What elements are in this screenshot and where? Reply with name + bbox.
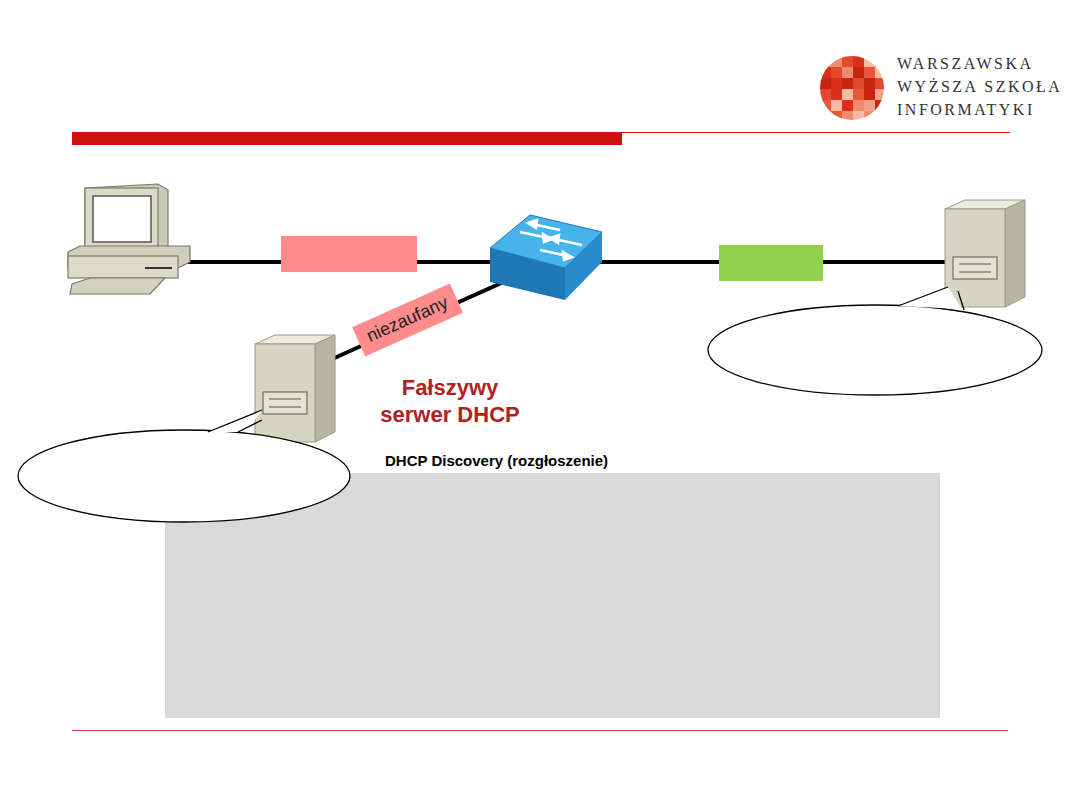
- logo-mark: [820, 56, 886, 122]
- logo-tile: [853, 89, 864, 100]
- logo-tile: [853, 111, 864, 122]
- panel-heading: DHCP Discovery (rozgłoszenie): [385, 452, 608, 469]
- server-icon: [945, 200, 1025, 307]
- logo-tile: [875, 78, 886, 89]
- logo-tile: [820, 111, 831, 122]
- logo-tile: [853, 56, 864, 67]
- logo-tile: [864, 78, 875, 89]
- logo-tile: [853, 67, 864, 78]
- logo-tile: [831, 89, 842, 100]
- logo-tile: [864, 56, 875, 67]
- logo-tile: [842, 67, 853, 78]
- logo-tile: [864, 111, 875, 122]
- port-segment: [719, 245, 823, 281]
- footer-line: [72, 730, 1008, 731]
- logo-tile: [864, 89, 875, 100]
- logo-tile: [875, 100, 886, 111]
- header-line: [622, 132, 1010, 133]
- logo-tile: [831, 100, 842, 111]
- logo-tile: [820, 78, 831, 89]
- logo-tile: [875, 111, 886, 122]
- logo-tile: [831, 78, 842, 89]
- logo-tile: [842, 56, 853, 67]
- logo-tile: [875, 56, 886, 67]
- logo-tile: [831, 111, 842, 122]
- panel-ground: [165, 473, 940, 718]
- logo-tile: [864, 67, 875, 78]
- server-caption: Fałszywy serwer DHCP: [377, 374, 522, 428]
- logo-tile: [875, 67, 886, 78]
- logo-tile: [853, 78, 864, 89]
- packet-panel: DHCP Discovery (rozgłoszenie): [165, 450, 940, 718]
- logo-tile: [842, 111, 853, 122]
- logo-tile: [842, 78, 853, 89]
- header-bar: [72, 132, 622, 145]
- logo-tile: [831, 56, 842, 67]
- logo-tile: [820, 56, 831, 67]
- logo-tile: [831, 67, 842, 78]
- switch-icon: [490, 215, 602, 300]
- computer-icon: [68, 184, 190, 294]
- logo-tile: [853, 100, 864, 111]
- trust-text: niezaufany: [364, 292, 452, 347]
- port-segment: [281, 236, 417, 272]
- logo-tile: [842, 89, 853, 100]
- server-icon: [255, 335, 335, 442]
- logo-tile: [875, 89, 886, 100]
- logo-tile: [820, 100, 831, 111]
- logo-tile: [820, 89, 831, 100]
- callout-bubble: [708, 287, 1042, 395]
- logo-tile: [864, 100, 875, 111]
- trust-label: niezaufany: [353, 284, 464, 356]
- logo-tile: [842, 100, 853, 111]
- logo-tile: [820, 67, 831, 78]
- logo-text: WARSZAWSKA WYŻSZA SZKOŁA INFORMATYKI: [897, 52, 1066, 121]
